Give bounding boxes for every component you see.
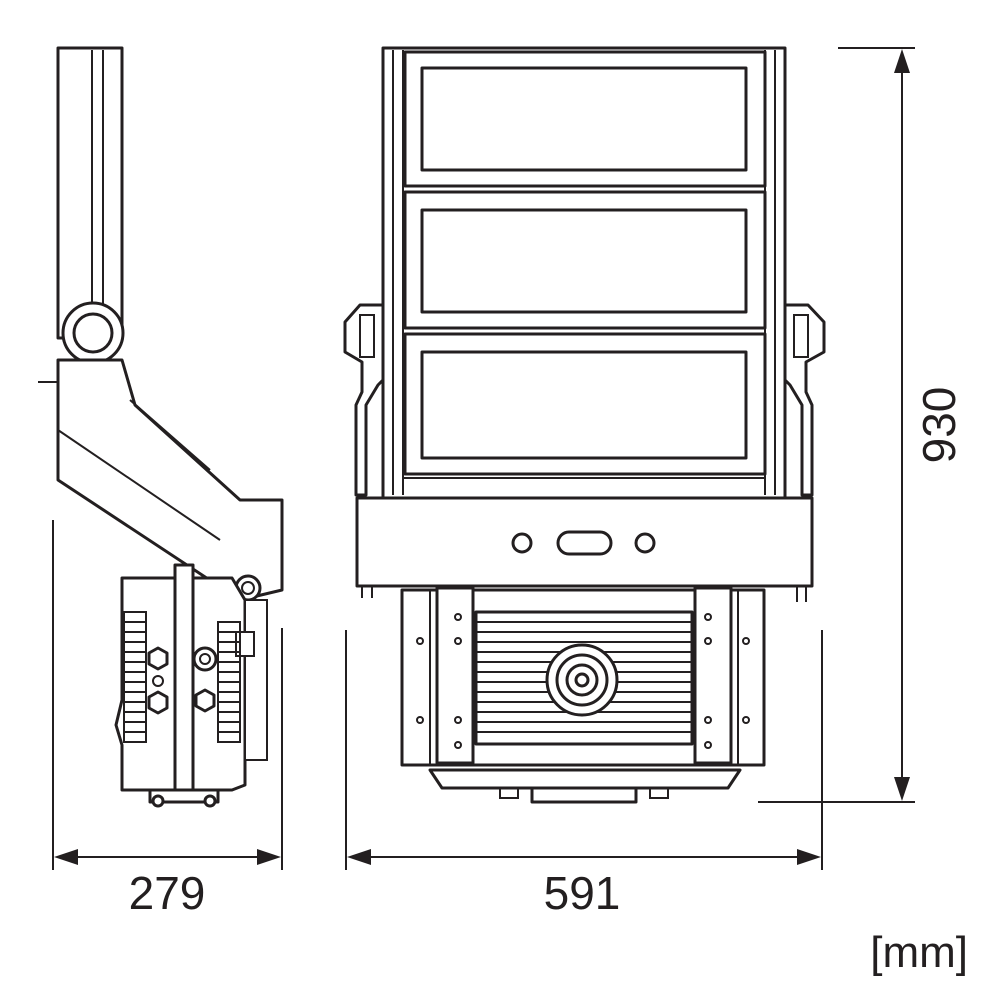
side-pivot-joint [61, 301, 125, 365]
side-cooling-fins-left [123, 611, 147, 743]
bar-screw-left [511, 532, 533, 554]
front-view [343, 46, 826, 804]
height-dimension-label: 930 [913, 387, 965, 464]
side-bracket-arm [38, 358, 284, 602]
side-driver-housing [114, 563, 268, 808]
bar-screw-right [634, 532, 656, 554]
side-cooling-fins-right [217, 621, 241, 743]
led-panels [403, 50, 767, 476]
depth-dimension-label: 279 [129, 867, 206, 919]
front-bottom-bar [355, 496, 814, 602]
front-lamp-housing [381, 46, 787, 500]
front-cable-gland [545, 643, 619, 717]
width-dimension-label: 591 [544, 867, 621, 919]
front-bottom-tray [428, 768, 742, 804]
led-panel-2 [403, 190, 767, 330]
dimension-height: 930 [758, 47, 965, 803]
front-side-brackets [343, 303, 826, 497]
dimension-depth: 279 [52, 520, 283, 919]
led-panel-3 [403, 332, 767, 476]
side-view [38, 46, 284, 808]
front-driver-box [400, 586, 766, 767]
dimension-width: 591 [345, 630, 823, 919]
unit-label: [mm] [870, 928, 968, 977]
led-panel-1 [403, 50, 767, 188]
side-cable-gland [147, 646, 169, 671]
side-mast [56, 46, 124, 340]
